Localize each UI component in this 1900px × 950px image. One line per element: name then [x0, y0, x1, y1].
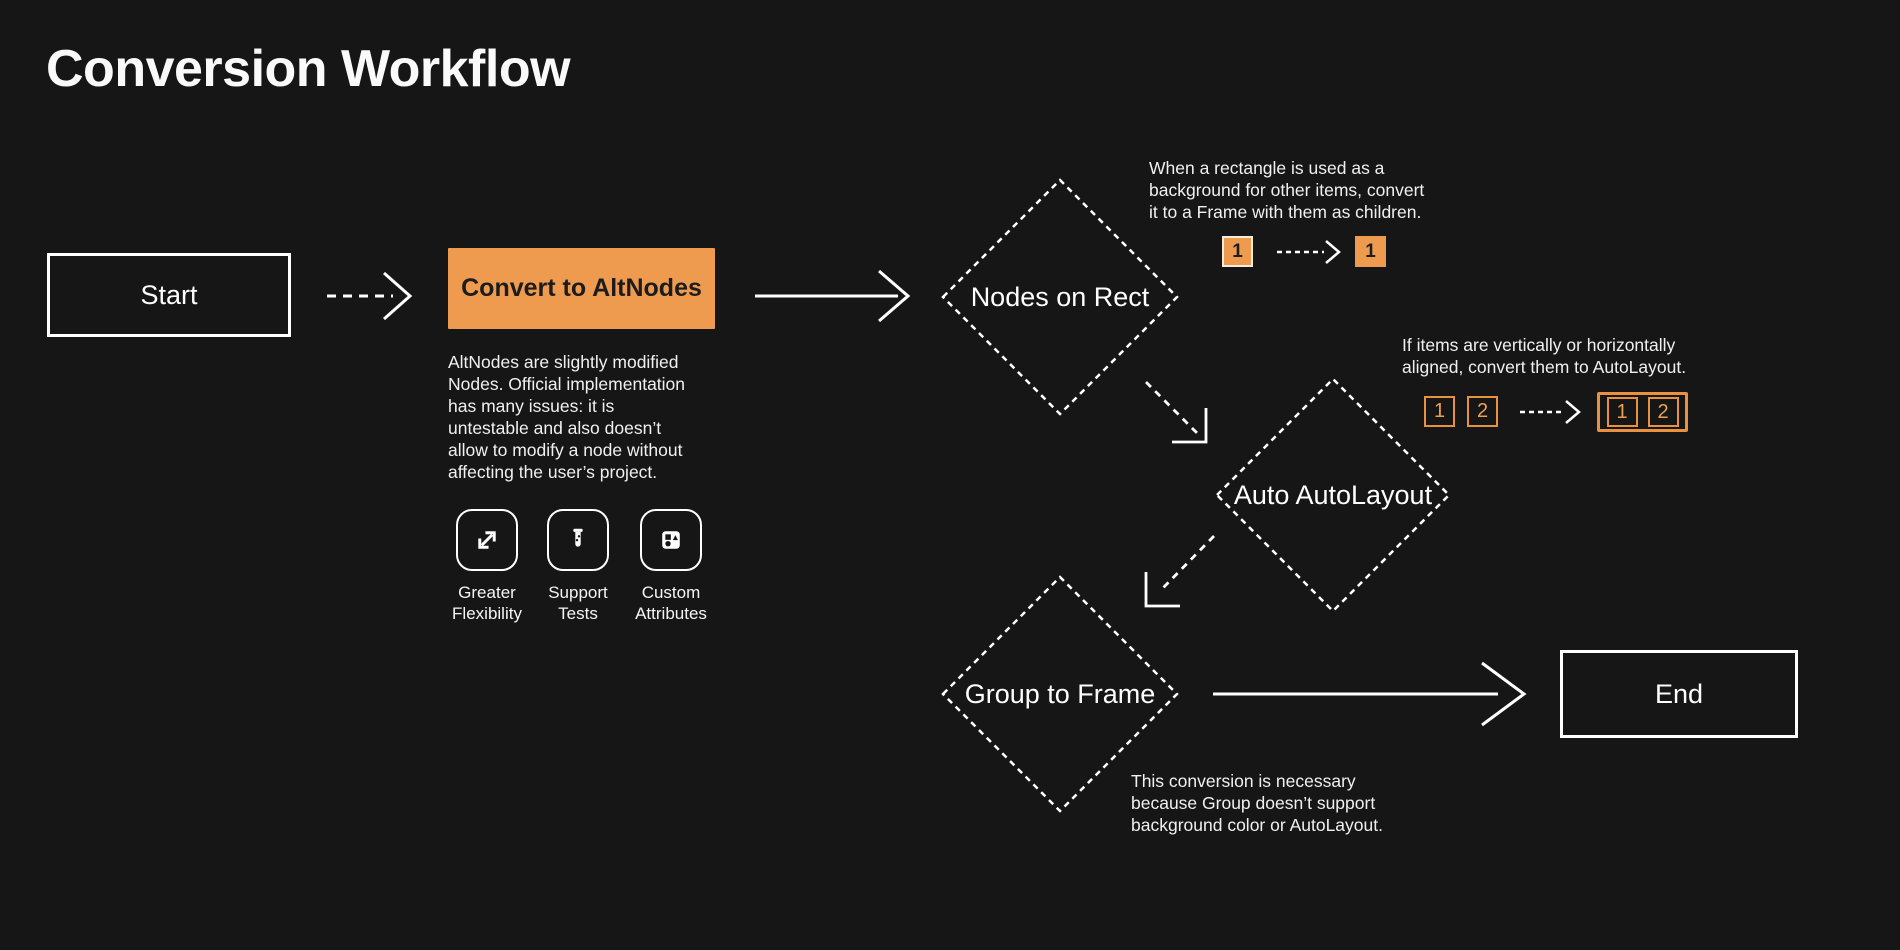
feature-iconbox: [456, 509, 518, 571]
arrow-align-badge-before-after: [1520, 400, 1581, 424]
auto-autolayout-note: If items are vertically or horizontally …: [1402, 335, 1687, 377]
rect-badge-after: 1: [1355, 236, 1386, 267]
feature-support-tests: Support Tests: [516, 509, 640, 624]
group-to-frame-note: This conversion is necessary because Gro…: [1131, 771, 1383, 835]
feature-iconbox: [640, 509, 702, 571]
decision-diamond-group-to-frame: [941, 575, 1179, 813]
arrow-start-to-convert: [327, 271, 413, 321]
feature-label: Greater Flexibility: [452, 583, 522, 623]
nodes-on-rect-note: When a rectangle is used as a background…: [1149, 158, 1425, 222]
feature-iconbox: [547, 509, 609, 571]
rect-badge-before: 1: [1222, 236, 1253, 267]
feature-label: Custom Attributes: [635, 583, 707, 623]
page-title: Conversion Workflow: [46, 40, 571, 98]
feature-custom-attributes: Custom Attributes: [609, 509, 733, 624]
nodes-on-rect-label: Nodes on Rect: [970, 282, 1150, 312]
arrow-group-to-frame-to-end: [1213, 661, 1527, 727]
feature-greater-flexibility: Greater Flexibility: [425, 509, 549, 624]
expand-arrows-icon: [478, 531, 496, 549]
shapes-icon: [662, 531, 680, 549]
arrow-auto-autolayout-to-group-to-frame: [1144, 535, 1215, 608]
end-node-label: End: [1654, 678, 1704, 709]
altnodes-description: AltNodes are slightly modified Nodes. Of…: [448, 352, 686, 482]
convert-to-altnodes-node: Convert to AltNodes: [448, 248, 715, 329]
start-node-label: Start: [140, 279, 198, 310]
grouped-badge-1: 1: [1606, 397, 1638, 427]
end-node: End: [1560, 650, 1798, 738]
auto-autolayout-label: Auto AutoLayout: [1233, 480, 1433, 510]
arrow-rect-badge-before-after: [1277, 240, 1341, 264]
group-to-frame-label: Group to Frame: [964, 679, 1156, 709]
align-badge-1: 1: [1424, 396, 1455, 427]
arrow-convert-to-nodes-on-rect: [755, 269, 911, 323]
grouped-badge-2: 2: [1647, 397, 1679, 427]
convert-to-altnodes-label: Convert to AltNodes: [461, 274, 702, 302]
align-badge-2: 2: [1467, 396, 1498, 427]
feature-label: Support Tests: [548, 583, 608, 623]
decision-diamond-nodes-on-rect: [941, 178, 1179, 416]
autolayout-group-box: 1 2: [1597, 392, 1688, 432]
arrow-nodes-on-rect-to-auto-autolayout: [1145, 381, 1208, 444]
test-tube-icon: [573, 528, 583, 547]
start-node: Start: [47, 253, 291, 337]
